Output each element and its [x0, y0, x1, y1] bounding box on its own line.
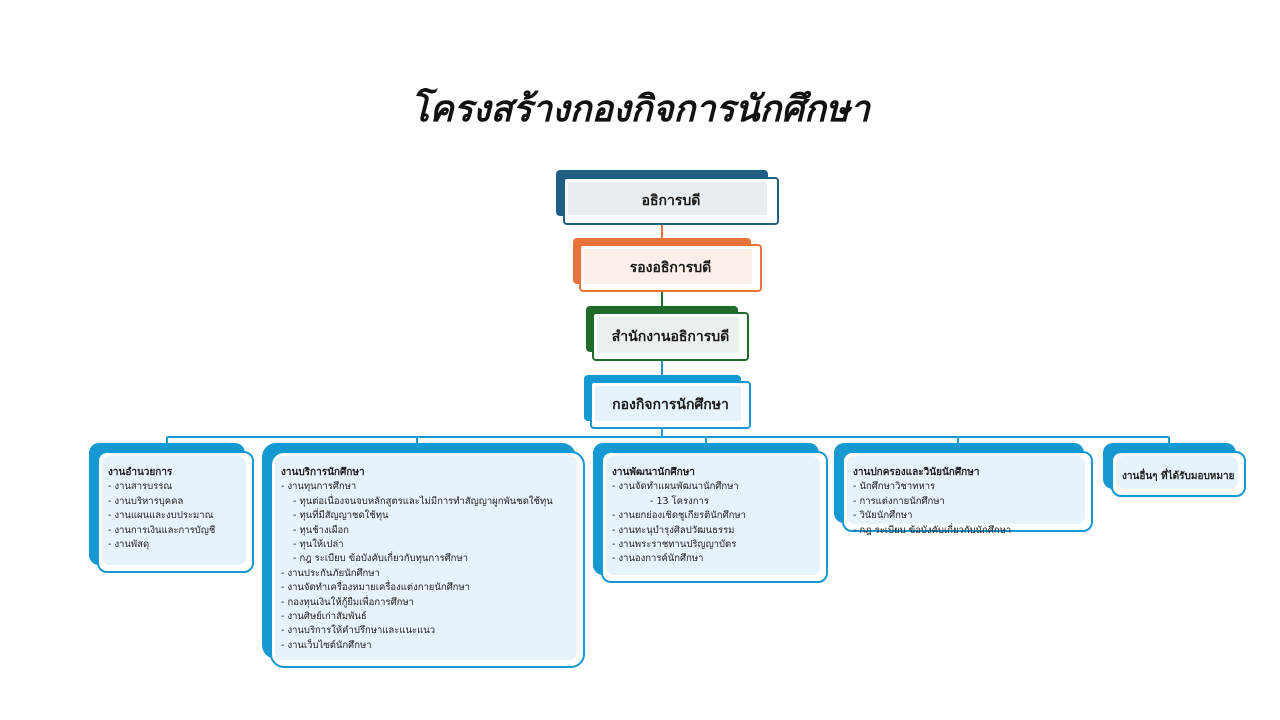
dept-item: - วินัยนักศึกษา: [853, 510, 913, 522]
dept-item: - งานยกย่องเชิดชูเกียรตินักศึกษา: [612, 510, 746, 522]
dept-item: - ทุนช้างเผือก: [293, 524, 349, 536]
dept-title: งานพัฒนานักศึกษา: [612, 467, 695, 478]
node-box: กองกิจการนักศึกษา: [590, 381, 751, 429]
dept-title: งานปกครองและวินัยนักศึกษา: [853, 467, 980, 478]
dept-item: - ทุนให้เปล่า: [293, 539, 344, 551]
node-label-president: อธิการบดี: [641, 193, 701, 209]
node-label-president-office: สำนักงานอธิการบดี: [611, 328, 730, 345]
dept-item: - งานประกันภัยนักศึกษา: [281, 567, 380, 579]
dept-item: - งานสารบรรณ: [108, 481, 173, 493]
dept-item: - นักศึกษาวิชาทหาร: [853, 481, 936, 493]
node-label-vice-president: รองอธิการบดี: [629, 260, 712, 276]
dept-item: - กฎ ระเบียบ ข้อบังคับเกี่ยวกับทุนการศึก…: [293, 553, 468, 565]
node-box: อธิการบดี: [563, 177, 779, 225]
node-box: รองอธิการบดี: [579, 244, 762, 292]
dept-content: งานพัฒนานักศึกษา - งานจัดทำแผนพัฒนานักศึก…: [606, 456, 820, 571]
dept-item: - งานเว็บไซต์นักศึกษา: [281, 639, 372, 651]
dept-content: งานอื่นๆ ที่ได้รับมอบหมาย: [1116, 456, 1238, 488]
dept-item: - งานบริหารบุคคล: [108, 495, 184, 507]
node-box: สำนักงานอธิการบดี: [592, 312, 749, 361]
dept-content: งานปกครองและวินัยนักศึกษา - นักศึกษาวิชาท…: [847, 456, 1085, 542]
dept-content: งานบริการนักศึกษา - งานทุนการศึกษา - ทุนต่…: [275, 456, 577, 657]
dept-item: - งานการเงินและการบัญชี: [108, 524, 216, 536]
dept-item: - งานศิษย์เก่าสัมพันธ์: [281, 611, 367, 623]
dept-box: งานพัฒนานักศึกษา - งานจัดทำแผนพัฒนานักศึก…: [601, 451, 828, 583]
dept-box: งานปกครองและวินัยนักศึกษา - นักศึกษาวิชาท…: [842, 451, 1093, 536]
dept-item: - ทุนที่มีสัญญาชดใช้ทุน: [293, 510, 389, 522]
dept-item: - การแต่งกายนักศึกษา: [853, 495, 945, 507]
dept-box: งานอื่นๆ ที่ได้รับมอบหมาย: [1111, 451, 1246, 497]
dept-box: งานอำนวยการ - งานสารบรรณ - งานบริหารบุคคล -…: [97, 451, 254, 573]
dept-item: - งานทะนุบำรุงศิลปวัฒนธรรม: [612, 524, 735, 536]
dept-title: งานอำนวยการ: [108, 467, 173, 478]
dept-item: - งานจัดทำเครื่องหมายเครื่องแต่งกายนักศึ…: [281, 582, 470, 594]
dept-item: - งานองการค์นักศึกษา: [612, 553, 704, 565]
dept-title: งานอื่นๆ ที่ได้รับมอบหมาย: [1122, 471, 1235, 482]
dept-box: งานบริการนักศึกษา - งานทุนการศึกษา - ทุนต่…: [270, 451, 585, 668]
node-label-student-affairs-division: กองกิจการนักศึกษา: [612, 397, 729, 413]
dept-item: - งานพัสดุ: [108, 539, 150, 551]
dept-item: - ทุนต่อเนื่องจนจบหลักสูตรและไม่มีการทำส…: [293, 495, 553, 507]
dept-item: - 13 โครงการ: [650, 495, 709, 507]
dept-item: - กฎ ระเบียบ ข้อบังคับเกี่ยวกับนักศึกษา: [853, 524, 1012, 536]
dept-title: งานบริการนักศึกษา: [281, 467, 365, 478]
dept-content: งานอำนวยการ - งานสารบรรณ - งานบริหารบุคคล -…: [102, 456, 246, 556]
dept-item: - งานบริการให้คำปรึกษาและแนะแนว: [281, 625, 436, 637]
page-title: โครงสร้างกองกิจการนักศึกษา: [410, 89, 870, 130]
dept-item: - กองทุนเงินให้กู้ยืมเพื่อการศึกษา: [281, 596, 414, 608]
dept-item: - งานจัดทำแผนพัฒนานักศึกษา: [612, 481, 739, 493]
dept-item: - งานแผนและงบประมาณ: [108, 510, 214, 522]
dept-item: - งานพระราชทานปริญญาบัตร: [612, 539, 737, 551]
dept-item: - งานทุนการศึกษา: [281, 481, 357, 493]
